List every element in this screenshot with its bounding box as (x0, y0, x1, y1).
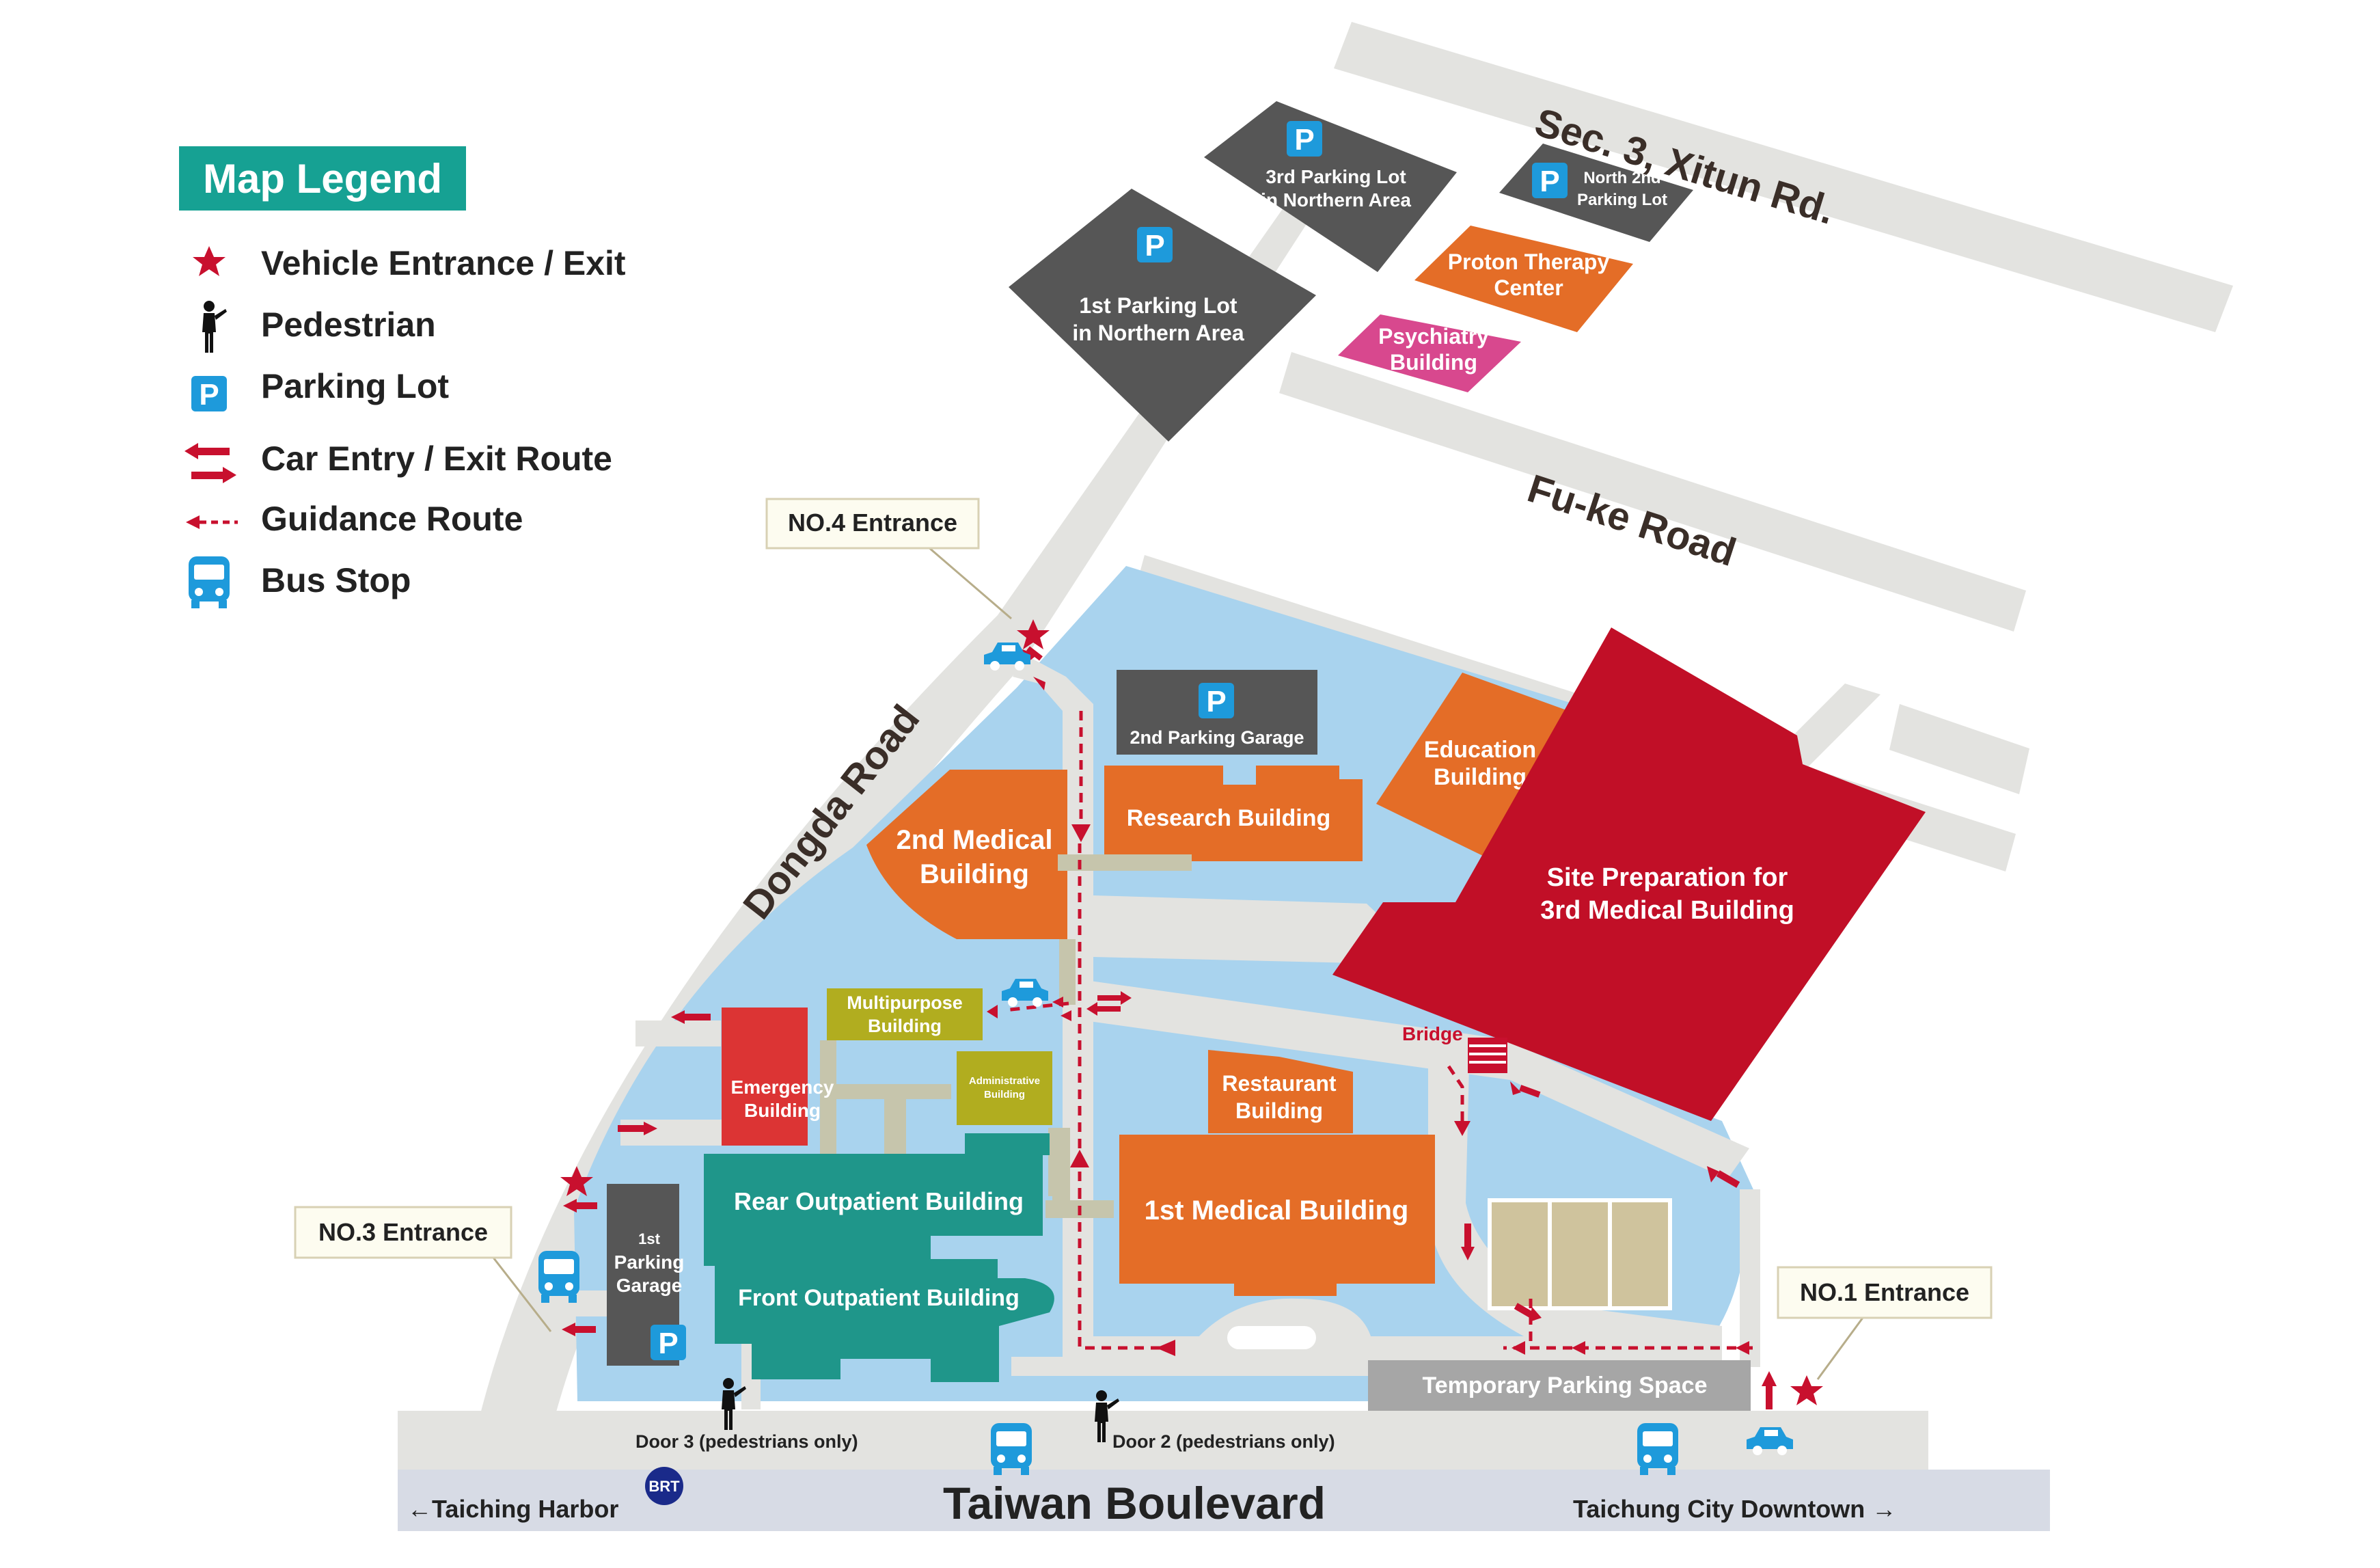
medical2-label-1: 2nd Medical (897, 825, 1053, 855)
north2-label-2: Parking Lot (1577, 191, 1667, 209)
guidance-route (1004, 711, 1753, 1350)
garage1-label-1: 1st (638, 1230, 660, 1247)
temp-parking-label: Temporary Parking Space (1423, 1373, 1708, 1398)
legend-two-way-arrow-icon (184, 443, 236, 483)
parking-lot-1-northern[interactable]: 1st Parking Lot in Northern Area (1009, 189, 1316, 442)
emergency-label-1: Emergency (731, 1077, 834, 1098)
no4-entrance-label: NO.4 Entrance (788, 509, 957, 537)
legend-title: Map Legend (202, 155, 442, 202)
drop-off-circle (1189, 1298, 1373, 1349)
brt-label: BRT (648, 1478, 680, 1495)
no4-entrance-callout[interactable]: NO.4 Entrance (765, 498, 1012, 620)
restaurant-building[interactable]: Restaurant Building (1208, 1050, 1353, 1133)
bridge-label: Bridge (1402, 1023, 1463, 1044)
proton-label-1: Proton Therapy (1448, 249, 1610, 274)
legend-item-pedestrian: Pedestrian (261, 306, 436, 344)
parking3-label-1: 3rd Parking Lot (1266, 166, 1406, 187)
second-medical-building[interactable]: 2nd Medical Building (866, 770, 1067, 939)
brt-badge-icon: BRT (645, 1467, 683, 1505)
psych-label-2: Building (1390, 350, 1477, 375)
multipurpose-label-1: Multipurpose (847, 992, 963, 1013)
legend-bus-icon (189, 556, 230, 608)
legend-dashed-arrow-icon (186, 515, 238, 529)
road-taiwan-boulevard-label: Taiwan Boulevard (943, 1478, 1326, 1528)
legend-pedestrian-icon (202, 301, 227, 353)
legend-parking-icon (191, 376, 227, 411)
route-arrows (562, 646, 1777, 1409)
garage1-label-2: Parking (614, 1252, 685, 1273)
legend-item-bus-stop: Bus Stop (261, 561, 411, 599)
legend-item-vehicle-entrance: Vehicle Entrance / Exit (261, 244, 626, 282)
direction-downtown-label: Taichung City Downtown → (1573, 1495, 1896, 1523)
administrative-label-1: Administrative (969, 1075, 1040, 1087)
legend-item-parking-lot: Parking Lot (261, 367, 450, 405)
psych-label-1: Psychiatry (1378, 324, 1489, 349)
bus-stop-icon-west (538, 1251, 579, 1303)
education-label-1: Education (1424, 737, 1536, 763)
legend-star-icon (193, 246, 225, 276)
garage2-label: 2nd Parking Garage (1130, 727, 1304, 748)
front-outpatient-label: Front Outpatient Building (738, 1285, 1020, 1311)
no3-entrance-callout[interactable]: NO.3 Entrance (294, 1206, 552, 1332)
multipurpose-building[interactable]: Multipurpose Building (827, 988, 983, 1040)
proton-therapy-center[interactable]: Proton Therapy Center (1414, 226, 1633, 332)
education-building[interactable]: Education Building (1376, 673, 1580, 856)
proton-label-2: Center (1494, 275, 1563, 300)
site-label-2: 3rd Medical Building (1540, 896, 1794, 925)
restaurant-label-1: Restaurant (1222, 1071, 1337, 1096)
research-label: Research Building (1127, 805, 1331, 831)
temporary-parking-space[interactable]: Temporary Parking Space (1368, 1360, 1751, 1411)
parking-lot-3-northern[interactable]: 3rd Parking Lot in Northern Area (1204, 101, 1457, 272)
door2-label: Door 2 (pedestrians only) (1112, 1431, 1335, 1452)
legend-item-guidance-route: Guidance Route (261, 500, 523, 538)
research-building[interactable]: Research Building (1104, 766, 1363, 861)
parking1-label-2: in Northern Area (1072, 321, 1244, 345)
bridge-icon (1468, 1038, 1507, 1073)
bus-stop-icon-center (991, 1423, 1032, 1475)
north-2nd-parking-lot[interactable]: North 2nd Parking Lot (1499, 144, 1693, 242)
legend-item-car-route: Car Entry / Exit Route (261, 440, 612, 478)
north2-label-1: North 2nd (1583, 169, 1660, 187)
vehicle-entrance-star-icon-no1 (1790, 1375, 1823, 1405)
first-medical-building[interactable]: 1st Medical Building (1119, 1135, 1435, 1296)
emergency-label-2: Building (744, 1100, 821, 1121)
no1-entrance-label: NO.1 Entrance (1800, 1278, 1969, 1306)
no3-entrance-label: NO.3 Entrance (318, 1218, 488, 1246)
garage1-label-3: Garage (616, 1275, 683, 1296)
parking1-label-1: 1st Parking Lot (1079, 293, 1237, 318)
rear-outpatient-label: Rear Outpatient Building (734, 1187, 1024, 1215)
restaurant-label-2: Building (1235, 1098, 1323, 1123)
emergency-building[interactable]: Emergency Building (722, 1008, 834, 1146)
first-parking-garage[interactable]: 1st Parking Garage (607, 1184, 686, 1366)
direction-harbor-label: ←Taiching Harbor (407, 1495, 618, 1523)
legend-title-background (179, 146, 466, 211)
site-preparation-3rd-medical[interactable]: Site Preparation for 3rd Medical Buildin… (1332, 627, 1926, 1121)
second-parking-garage[interactable]: 2nd Parking Garage (1117, 670, 1317, 755)
front-outpatient-building[interactable]: Front Outpatient Building (715, 1259, 1054, 1382)
internal-roads (574, 655, 1760, 1409)
multipurpose-label-2: Building (868, 1016, 942, 1036)
administrative-label-2: Building (984, 1089, 1025, 1100)
administrative-building[interactable]: Administrative Building (957, 1051, 1052, 1125)
door3-label: Door 3 (pedestrians only) (635, 1431, 858, 1452)
parking3-label-2: in Northern Area (1261, 189, 1411, 211)
no1-entrance-callout[interactable]: NO.1 Entrance (1777, 1266, 1993, 1380)
psychiatry-building[interactable]: Psychiatry Building (1338, 314, 1521, 392)
legend-icons (179, 146, 466, 608)
education-label-2: Building (1434, 764, 1527, 790)
tan-lots (1488, 1198, 1672, 1310)
medical2-label-2: Building (920, 859, 1029, 889)
site-label-1: Site Preparation for (1547, 863, 1788, 892)
medical1-label: 1st Medical Building (1145, 1195, 1409, 1226)
bus-stop-icon-east (1637, 1423, 1678, 1475)
rear-outpatient-building[interactable]: Rear Outpatient Building (704, 1133, 1050, 1266)
